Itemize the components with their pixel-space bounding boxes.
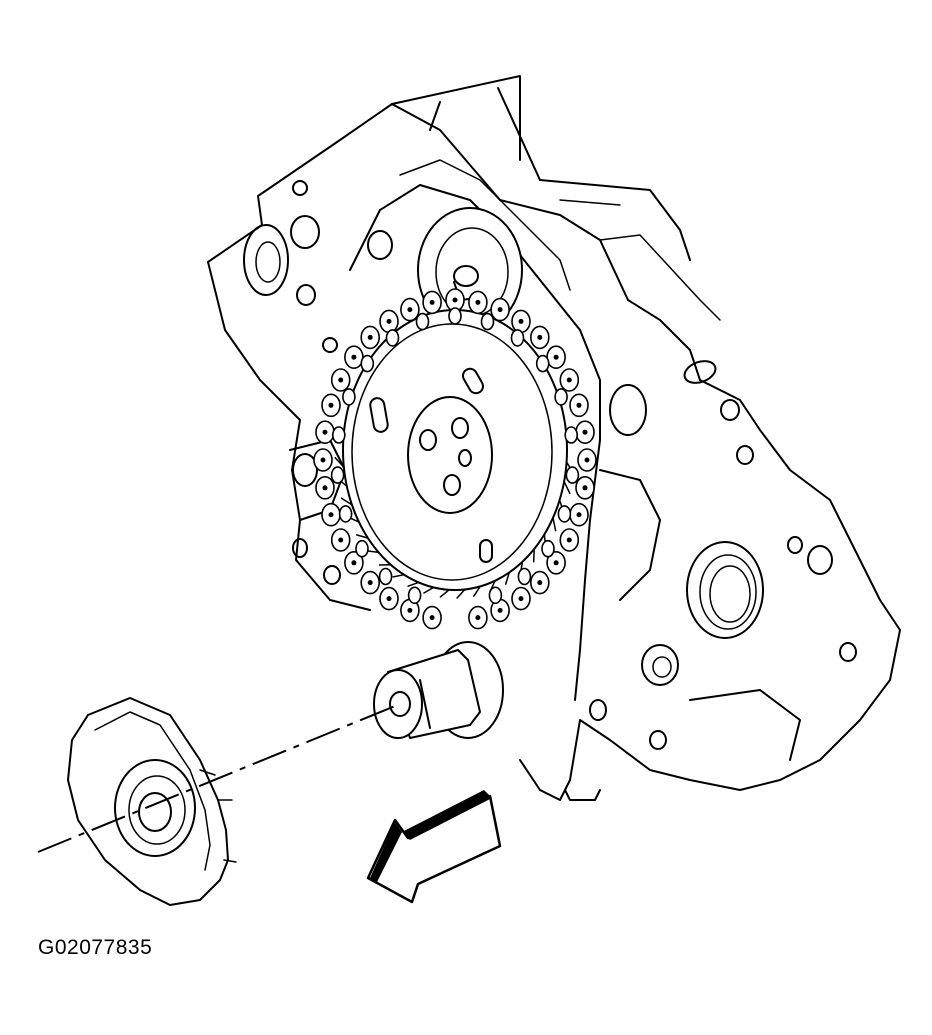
chain-link: [569, 393, 589, 418]
chain-link: [490, 297, 510, 322]
chain-link: [330, 528, 351, 552]
chain-link-inner: [565, 466, 580, 484]
chain-link-inner: [342, 388, 356, 406]
chain-link: [559, 528, 580, 552]
chain-link-inner: [480, 312, 495, 331]
chain-link: [575, 420, 595, 445]
chain-link: [330, 368, 351, 392]
crank-nose: [373, 641, 504, 739]
chain-link: [344, 550, 364, 575]
centerline: [37, 703, 401, 853]
chain-link: [313, 448, 333, 472]
chain-link: [529, 570, 550, 595]
chain-link: [379, 586, 399, 611]
chain-link: [511, 586, 531, 611]
chain-link-inner: [355, 539, 369, 558]
chain-link: [468, 605, 488, 630]
chain-link-inner: [385, 329, 400, 347]
chain-link-inner: [448, 307, 462, 325]
chain-link-inner: [554, 388, 568, 406]
figure-id-label: G02077835: [38, 936, 153, 959]
chain-link: [422, 605, 442, 630]
chain-link: [577, 448, 597, 472]
chain-link: [468, 290, 488, 315]
chain-link-inner: [378, 567, 393, 586]
chain-link-inner: [331, 426, 346, 444]
timing-chain: [313, 288, 597, 630]
chain-link: [546, 345, 566, 370]
crankshaft-position-reluctor-ring: [67, 697, 237, 906]
chain-link: [546, 550, 566, 575]
chain-link-inner: [510, 329, 525, 347]
chain-link: [511, 309, 531, 334]
chain-link: [321, 393, 341, 418]
chain-link: [575, 475, 595, 500]
removal-direction-arrow: [366, 790, 502, 904]
chain-link: [315, 475, 335, 500]
chain-link-inner: [535, 354, 550, 373]
chain-link: [344, 345, 364, 370]
engine-block: [207, 75, 901, 801]
chain-link-inner: [564, 426, 579, 444]
chain-link-inner: [407, 586, 422, 605]
chain-link: [379, 309, 399, 334]
chain-link-inner: [338, 505, 353, 523]
chain-link: [559, 368, 580, 392]
chain-link-inner: [557, 505, 572, 523]
chain-link-inner: [330, 466, 345, 484]
chain-link-inner: [517, 567, 532, 586]
chain-link-inner: [415, 312, 430, 331]
chain-link: [569, 502, 589, 527]
chain-link-inner: [360, 354, 375, 373]
chain-link: [529, 325, 550, 350]
chain-link-inner: [488, 586, 503, 605]
chain-link: [400, 297, 420, 322]
chain-link: [360, 570, 381, 595]
crankshaft-sprocket: [334, 309, 575, 599]
chain-link: [360, 325, 381, 350]
chain-link: [445, 288, 465, 312]
chain-link: [321, 502, 341, 527]
chain-link: [315, 420, 335, 445]
chain-link: [422, 290, 442, 315]
chain-link-inner: [541, 539, 555, 558]
